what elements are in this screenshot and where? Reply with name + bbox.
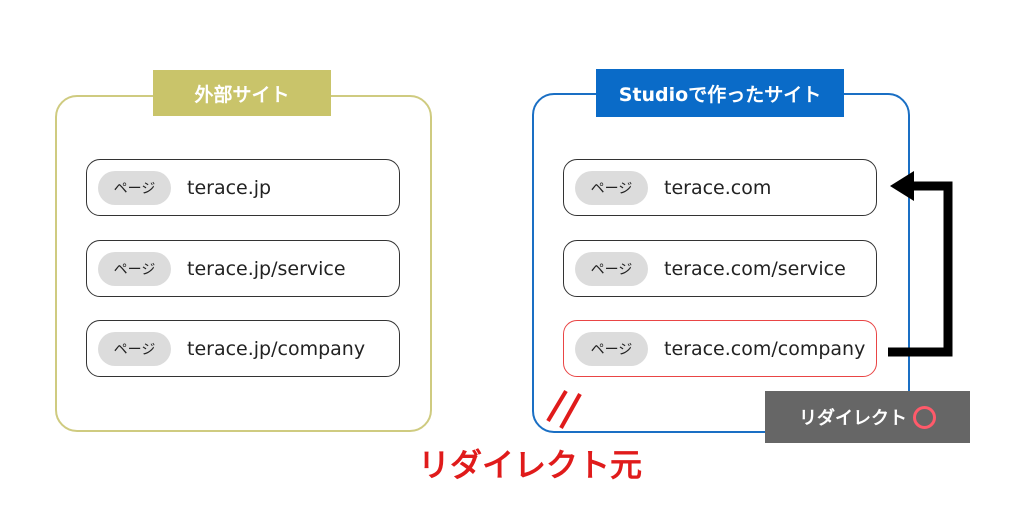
- page-url: terace.com/service: [664, 257, 846, 280]
- page-tag: ページ: [575, 251, 648, 286]
- redirect-badge: リダイレクト: [765, 391, 970, 443]
- page-tag: ページ: [98, 170, 171, 205]
- redirect-arrow-head: [890, 171, 914, 201]
- redirect-source-label: リダイレクト元: [417, 446, 642, 484]
- source-slash-mark: [559, 393, 582, 429]
- page-url: terace.jp/service: [187, 257, 346, 280]
- page-url: terace.com/company: [664, 337, 866, 360]
- circle-ok-icon: [913, 405, 936, 429]
- page-url: terace.com: [664, 176, 772, 199]
- external-page-row: ページ terace.jp: [86, 159, 400, 216]
- redirect-arrow-line: [888, 181, 953, 357]
- studio-page-row: ページ terace.com/service: [563, 240, 877, 297]
- page-url: terace.jp/company: [187, 337, 366, 360]
- page-tag: ページ: [98, 251, 171, 286]
- page-tag: ページ: [98, 331, 171, 366]
- external-page-row: ページ terace.jp/service: [86, 240, 400, 297]
- page-tag: ページ: [575, 170, 648, 205]
- page-url: terace.jp: [187, 176, 272, 199]
- source-slash-mark: [546, 389, 568, 423]
- redirect-badge-label: リダイレクト: [799, 408, 907, 429]
- external-site-title: 外部サイト: [153, 70, 331, 116]
- studio-site-title: Studioで作ったサイト: [596, 69, 844, 117]
- studio-page-row: ページ terace.com: [563, 159, 877, 216]
- external-page-row: ページ terace.jp/company: [86, 320, 400, 377]
- studio-page-row-highlighted: ページ terace.com/company: [563, 320, 877, 377]
- page-tag: ページ: [575, 331, 648, 366]
